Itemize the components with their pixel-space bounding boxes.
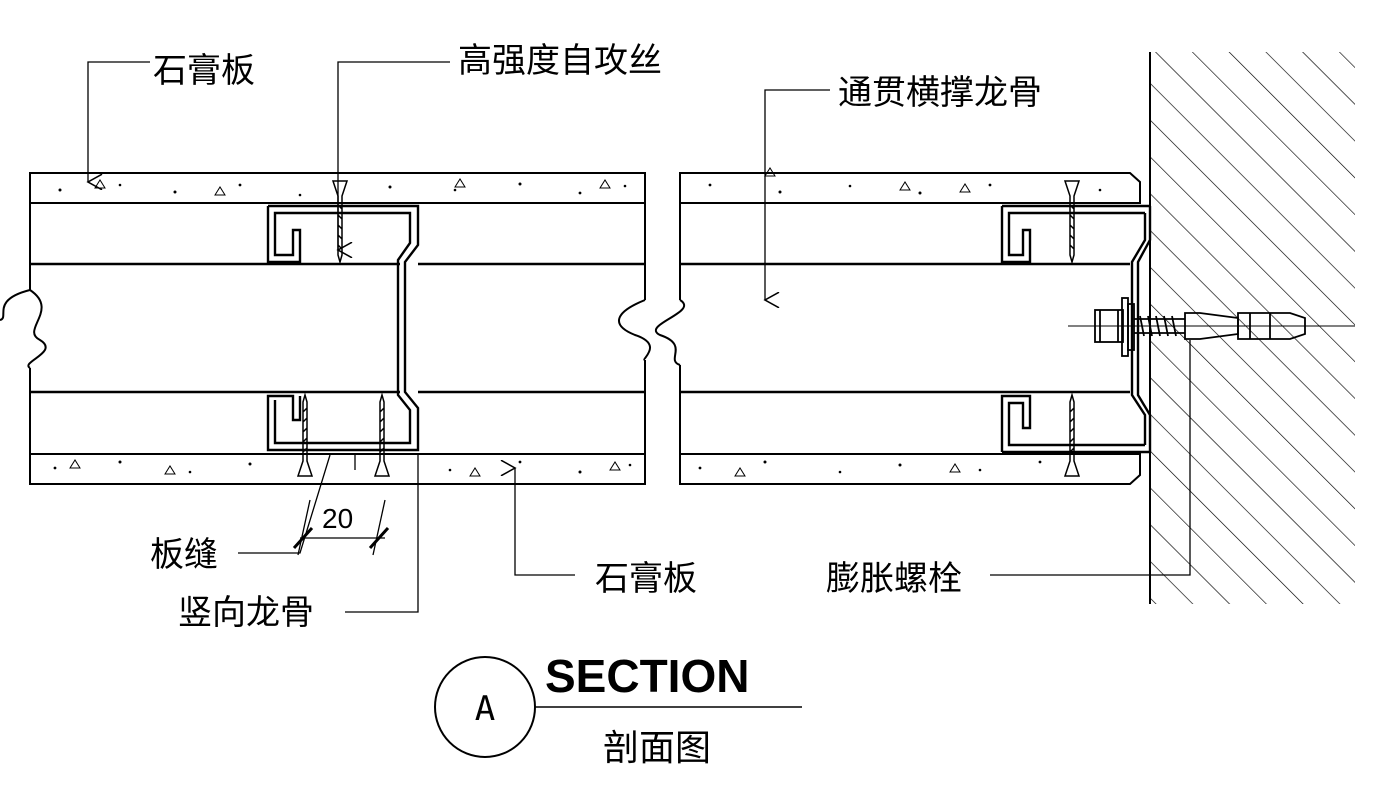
leader-board-joint xyxy=(238,454,331,554)
leader-lines xyxy=(88,61,1191,613)
label-cross-brace-keel: 通贯横撑龙骨 xyxy=(838,73,1042,113)
label-gypsum-board-top: 石膏板 xyxy=(153,51,255,91)
section-subheading: 剖面图 xyxy=(603,728,711,769)
label-self-tapping-screw: 高强度自攻丝 xyxy=(458,41,662,81)
label-vertical-keel: 竖向龙骨 xyxy=(178,593,314,633)
leader-screw xyxy=(338,61,450,250)
cross-brace-keel-profiles xyxy=(1000,204,1152,454)
leader-gypsum-bottom xyxy=(515,468,575,576)
leader-gypsum-top xyxy=(88,61,150,182)
label-gypsum-board-bottom: 石膏板 xyxy=(595,559,697,599)
gypsum-board-bottom-right xyxy=(679,453,1141,485)
screws xyxy=(296,180,1081,477)
vertical-keel-profile xyxy=(266,204,420,452)
break-line-middle-a xyxy=(618,299,651,361)
dimension-joint-width: 20 xyxy=(322,503,353,534)
expansion-bolt-assembly xyxy=(1068,297,1355,357)
label-expansion-bolt: 膨胀螺栓 xyxy=(826,559,962,599)
board-aggregate-dots xyxy=(53,167,1102,477)
break-line-left xyxy=(0,289,47,369)
label-board-joint: 板缝 xyxy=(150,535,218,575)
section-heading: SECTION xyxy=(545,650,749,702)
gypsum-board-bottom-left xyxy=(29,453,646,485)
joint-dimension xyxy=(292,499,390,556)
leader-vertical-keel xyxy=(345,455,419,613)
break-line-middle-b xyxy=(655,299,685,366)
right-partition-section xyxy=(679,172,1141,485)
concrete-wall xyxy=(1149,52,1355,604)
gypsum-board-top-right xyxy=(679,172,1141,204)
leader-expansion-bolt xyxy=(990,340,1191,576)
section-marker-letter: A xyxy=(475,689,495,729)
leader-cross-brace xyxy=(765,89,830,300)
section-title-block: A SECTION 剖面图 xyxy=(434,650,802,769)
